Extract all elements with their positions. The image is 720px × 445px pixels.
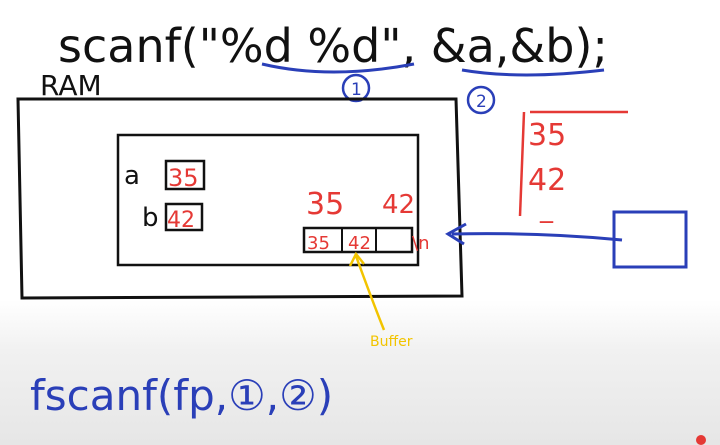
circle-two-marker <box>466 85 496 115</box>
keyboard-box <box>612 210 688 269</box>
input-cursor: _ <box>539 194 554 224</box>
buffer-arrow <box>354 255 386 331</box>
args-underline <box>461 68 605 77</box>
circle-one-label: 1 <box>351 80 362 100</box>
circle-one-marker <box>341 73 371 103</box>
memory-inner-box <box>116 133 420 267</box>
buffer-cell-35: 35 <box>307 233 330 254</box>
buffer-number-42: 42 <box>382 190 415 220</box>
recording-dot <box>696 435 706 445</box>
buffer-box <box>302 226 414 254</box>
var-a-label: a <box>124 161 140 191</box>
ram-box <box>16 97 464 300</box>
scanf-code: scanf("%d %d", &a,&b); <box>58 19 608 73</box>
input-value-42: 42 <box>528 163 566 198</box>
input-left-line <box>518 111 526 217</box>
bottom-gray-fade <box>0 300 720 445</box>
buffer-number-35: 35 <box>306 187 344 222</box>
buffer-label: Buffer <box>370 334 413 350</box>
var-b-box <box>164 202 204 232</box>
input-arrow-head <box>445 222 467 246</box>
var-a-value: 35 <box>168 164 199 192</box>
ram-label: RAM <box>40 69 102 102</box>
input-value-35: 35 <box>528 118 566 153</box>
format-underline <box>261 62 415 74</box>
buffer-cell-newline: \n <box>412 233 429 254</box>
var-b-label: b <box>142 203 159 233</box>
var-a-box <box>164 159 206 191</box>
input-arrow <box>451 232 623 242</box>
fscanf-code: fscanf(fp,①,②) <box>30 371 333 420</box>
circle-two-label: 2 <box>476 92 487 112</box>
var-b-value: 42 <box>167 208 195 233</box>
buffer-cell-42: 42 <box>348 233 371 254</box>
buffer-arrow-head <box>348 251 365 267</box>
